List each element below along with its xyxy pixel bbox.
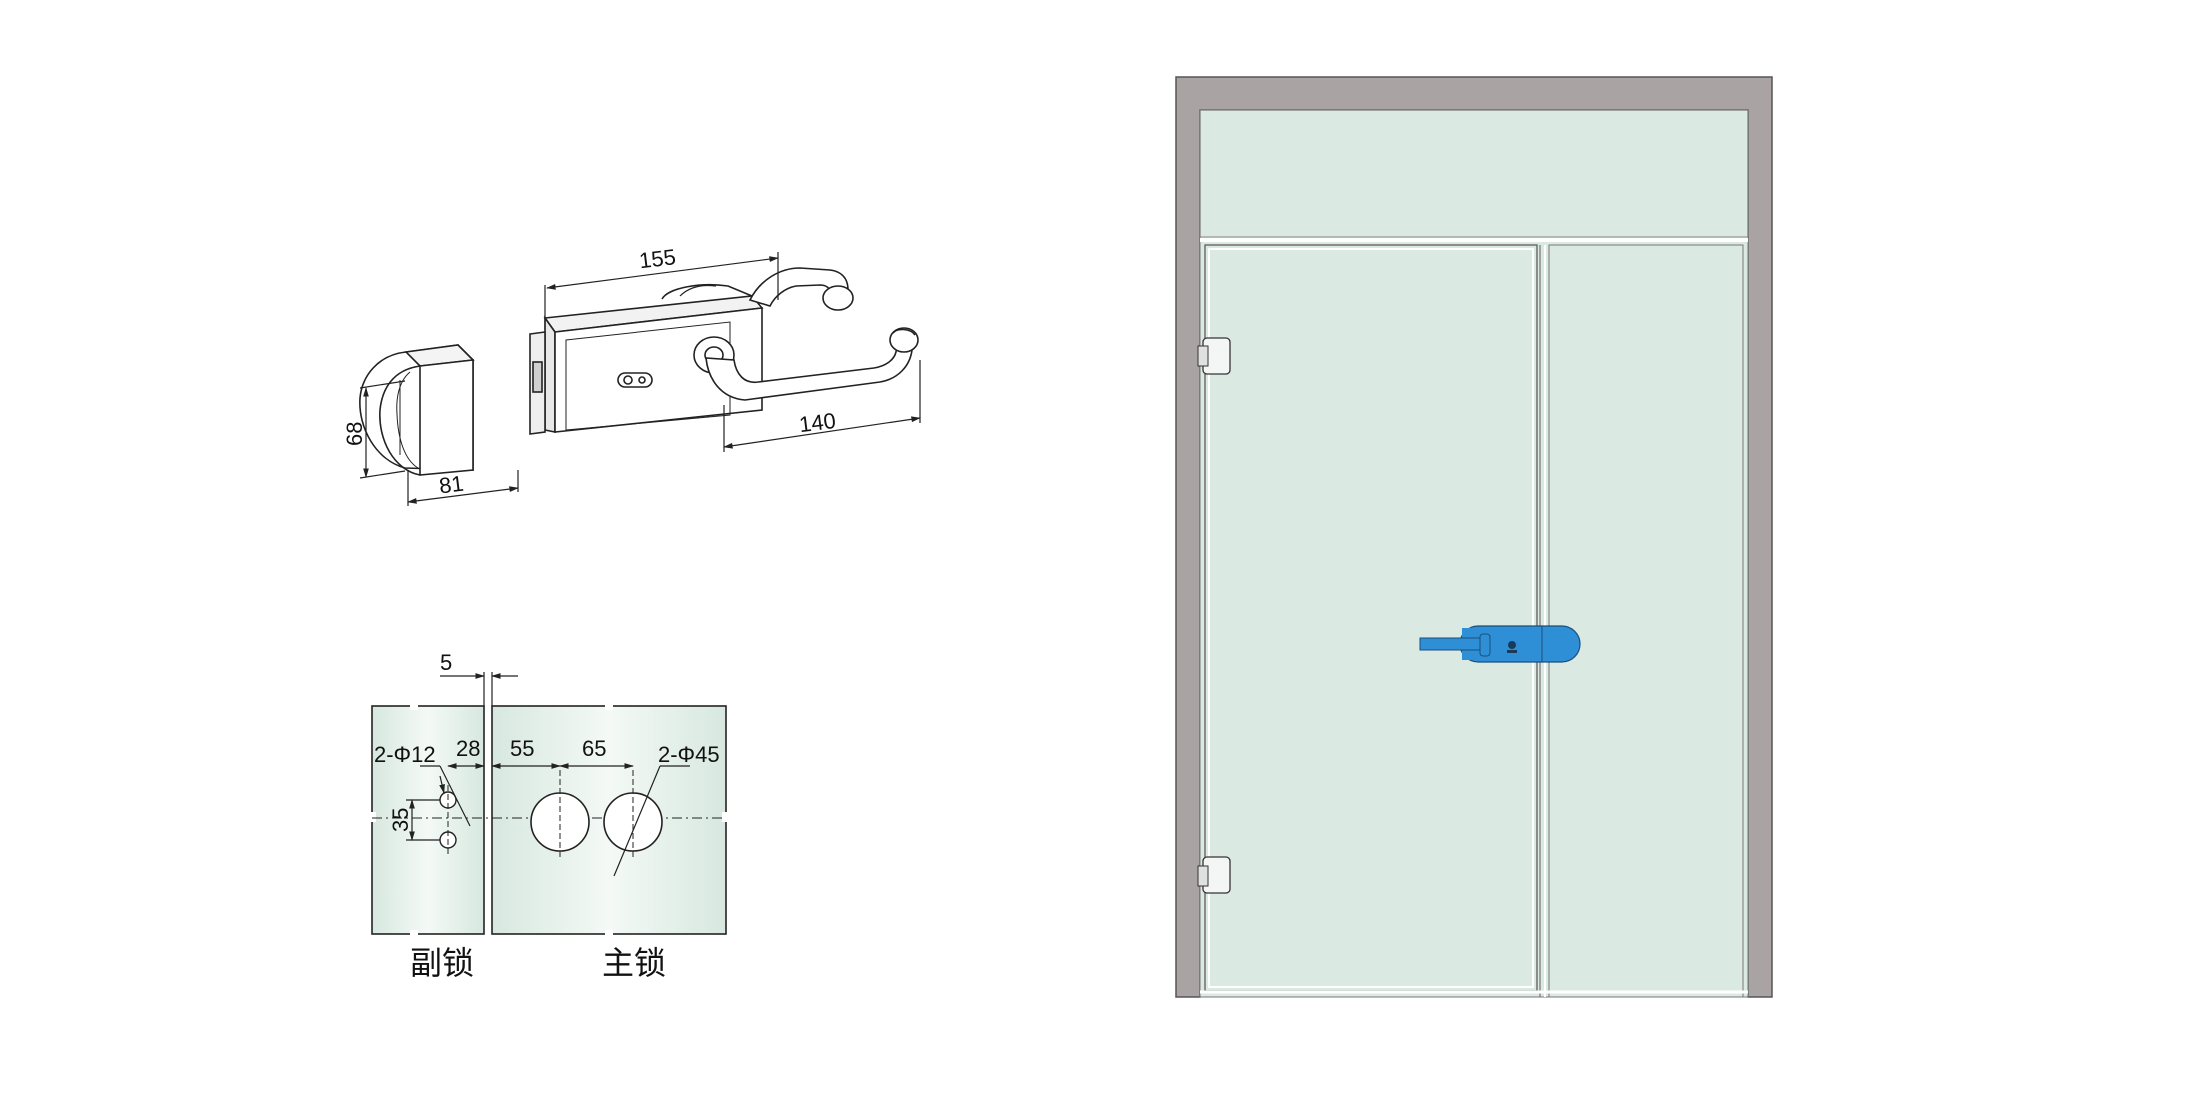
dim-length-label: 155	[638, 244, 677, 273]
transom-glass	[1199, 109, 1749, 241]
door-lock-blue	[1419, 625, 1581, 663]
secondary-lock-label: 副锁	[410, 944, 474, 982]
dim-edge-large-label: 55	[510, 736, 534, 761]
top-pivot-hinge	[1197, 337, 1231, 375]
dim-edge-small-label: 28	[456, 736, 480, 761]
back-handle-drawing	[748, 267, 854, 311]
dim-width-label: 81	[438, 471, 465, 499]
drilling-diagram: 5 2-Φ12 28 55 65 2-Φ45 35 副锁 主锁	[368, 650, 730, 982]
dim-height-label: 68	[342, 422, 367, 446]
lever-handle-drawing	[705, 327, 919, 401]
fixed-side-glass	[1548, 244, 1744, 998]
large-holes-label: 2-Φ45	[658, 742, 720, 767]
main-lock-body-drawing	[529, 283, 764, 435]
dim-spacing-label: 65	[582, 736, 606, 761]
strike-box-drawing	[359, 344, 475, 476]
secondary-glass-panel	[371, 705, 485, 935]
dimension-labels-3d: 155 140 81 68	[342, 244, 837, 498]
door-leaf-glass	[1204, 244, 1538, 992]
main-lock-label: 主锁	[602, 944, 666, 982]
lock-3d-illustration	[359, 267, 919, 476]
dim-gap-label: 5	[440, 650, 452, 675]
small-holes-label: 2-Φ12	[374, 742, 436, 767]
dimension-lines-3d	[359, 252, 921, 506]
bottom-pivot-hinge	[1197, 856, 1231, 894]
dim-vertical-label: 35	[388, 808, 413, 832]
dim-handle-label: 140	[798, 408, 837, 437]
door-elevation	[1175, 76, 1773, 998]
